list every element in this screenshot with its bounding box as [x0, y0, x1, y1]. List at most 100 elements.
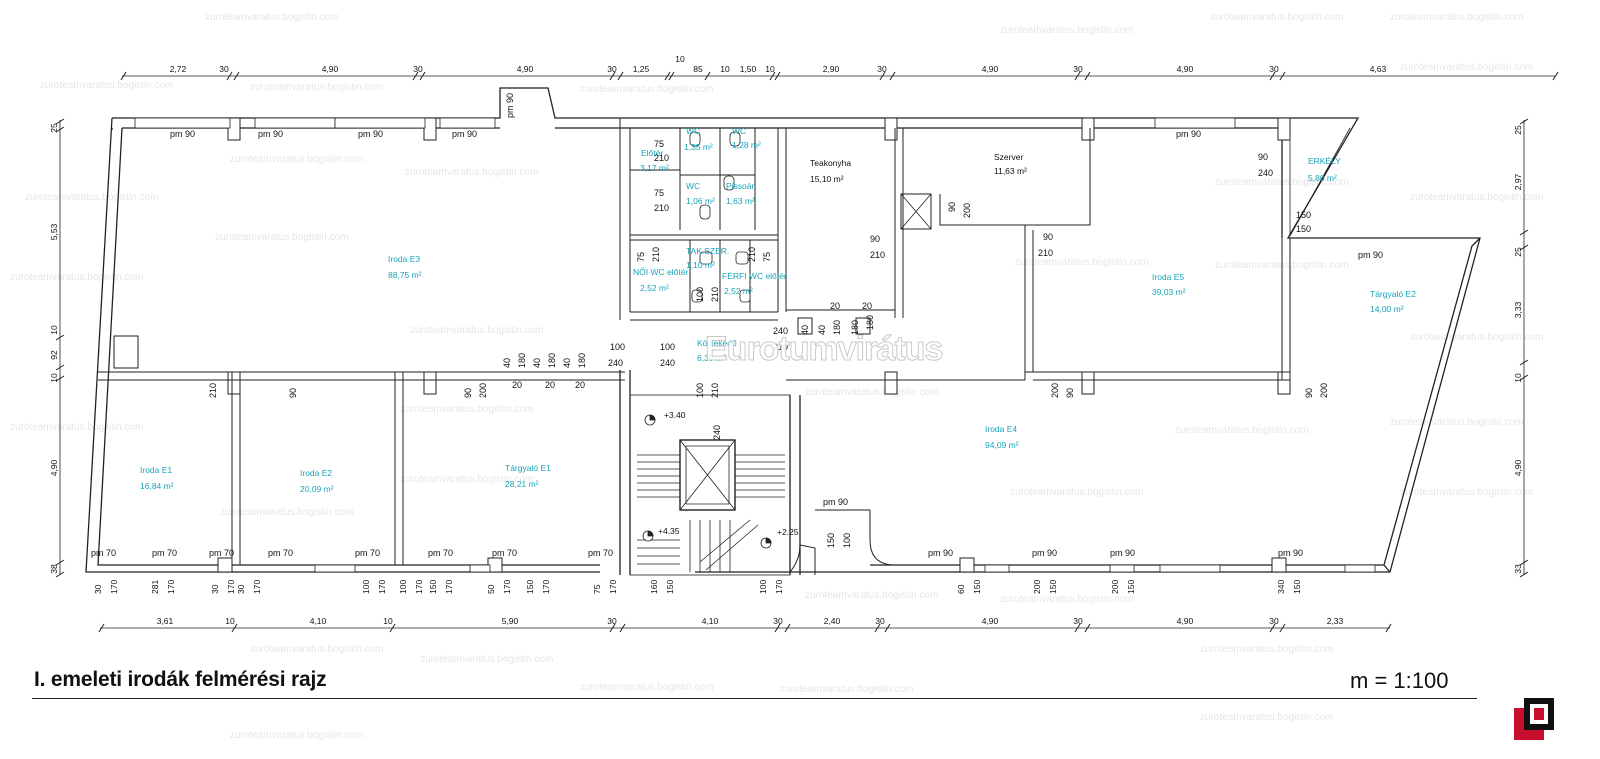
- watermark-text: zuroteamvaratus.bogistin.com: [1010, 487, 1143, 498]
- dim-label: 30: [877, 64, 887, 74]
- room-name: Iroda E2: [300, 468, 332, 478]
- window-label: pm 70: [209, 548, 234, 558]
- door-label: 90: [870, 234, 880, 244]
- window-ribbons: [134, 117, 1376, 573]
- dimension-ticks: [55, 71, 1559, 633]
- dim-label: 30: [1269, 616, 1279, 626]
- sill-label: 170: [166, 580, 176, 594]
- watermark-text: zuroteamvaratus.bogistin.com: [805, 387, 938, 398]
- dim-label: 4,90: [982, 64, 999, 74]
- window-label: pm 90: [358, 129, 383, 139]
- door-label: 150: [826, 533, 836, 548]
- door-label: 40: [800, 325, 810, 335]
- sill-label: 170: [109, 580, 119, 594]
- door-label: 20: [862, 301, 872, 311]
- dim-label: 1,25: [633, 64, 650, 74]
- sill-label: 30: [236, 584, 246, 594]
- dim-label: 10: [225, 616, 235, 626]
- dim-label: 38: [49, 564, 59, 574]
- window-label: pm 70: [91, 548, 116, 558]
- sill-label: 150: [1048, 580, 1058, 594]
- watermark-text: zuroteamvaratus.bogistin.com: [1210, 12, 1343, 23]
- drawing-title: I. emeleti irodák felmérési rajz: [34, 668, 327, 691]
- room-name: Tárgyaló E2: [1370, 289, 1416, 299]
- window-label: pm 90: [1032, 548, 1057, 558]
- room-area: 94,09 m²: [985, 440, 1019, 450]
- dim-label: 30: [1269, 64, 1279, 74]
- room-area: 1,63 m²: [726, 196, 755, 206]
- dim-label: 2,33: [1327, 616, 1344, 626]
- door-label: 75: [762, 252, 772, 262]
- watermark-text: zuroteamvaratus.bogistin.com: [250, 82, 383, 93]
- sill-label: 170: [377, 580, 387, 594]
- sill-label: 100: [398, 580, 408, 594]
- sill-label: 150: [525, 580, 535, 594]
- sill-label: 200: [1032, 580, 1042, 594]
- watermark-text: zuroteamvaratus.bogistin.com: [250, 644, 383, 655]
- window-label: pm 90: [170, 129, 195, 139]
- watermark-text: zuroteamvaratus.bogistin.com: [805, 590, 938, 601]
- watermark-text: zuroteamvaratus.bogistin.com: [1390, 12, 1523, 23]
- door-label: 240: [660, 358, 675, 368]
- watermark-text: zuroteamvaratus.bogistin.com: [215, 232, 348, 243]
- watermark-text: zuroteamvaratus.bogistin.com: [1175, 425, 1308, 436]
- room-name: WC: [732, 126, 746, 136]
- window-label: pm 90: [1176, 129, 1201, 139]
- room-labels: Iroda E3 88,75 m² Előtér 3,17 m² WC 1,35…: [140, 126, 1416, 494]
- dim-label: 25: [1513, 125, 1523, 135]
- watermark-text: zuroteamvaratus.bogistin.com: [1400, 62, 1533, 73]
- door-label: 180: [577, 353, 587, 368]
- dim-label: 25: [49, 123, 59, 133]
- room-area: 1,28 m²: [732, 140, 761, 150]
- door-label: 200: [962, 203, 972, 218]
- staircase: [629, 394, 791, 576]
- door-label: 210: [747, 247, 757, 262]
- dim-label: 2,40: [824, 616, 841, 626]
- sill-label: 75: [592, 584, 602, 594]
- room-name: TAK.SZER.: [686, 246, 729, 256]
- dim-label: 33: [1513, 564, 1523, 574]
- sill-label: 170: [541, 580, 551, 594]
- room-name: Előtér: [641, 148, 663, 158]
- room-area: 1,06 m²: [686, 196, 715, 206]
- dim-label: 2,72: [170, 64, 187, 74]
- bottom-sill-labels: 30 170 281 170 30 170 30 170 100 170 100…: [93, 580, 1302, 594]
- dim-label: 10: [675, 54, 685, 64]
- sill-label: 60: [956, 584, 966, 594]
- watermark-text: zuroteamvaratus.bogistin.com: [405, 167, 538, 178]
- door-label: 210: [651, 247, 661, 262]
- top-dimension-labels: 2,72 30 4,90 30 4,90 30 1,25 10 85 10 1,…: [170, 54, 1387, 74]
- room-name: NŐI WC előtér: [633, 267, 688, 277]
- door-label: 180: [850, 320, 860, 335]
- sill-label: 100: [361, 580, 371, 594]
- room-area: 28,21 m²: [505, 479, 539, 489]
- sill-label: 30: [210, 584, 220, 594]
- room-name: Pissoár: [726, 181, 755, 191]
- window-label: pm 70: [268, 548, 293, 558]
- window-label: pm 70: [355, 548, 380, 558]
- window-label: pm 90: [1110, 548, 1135, 558]
- drawing-scale: m = 1:100: [1350, 668, 1449, 693]
- dim-label: 30: [875, 616, 885, 626]
- watermark-text: zuroteamvaratus.bogistin.com: [220, 507, 353, 518]
- dim-label: 4,10: [310, 616, 327, 626]
- watermark-text: zuroteamvaratus.bogistin.com: [1410, 332, 1543, 343]
- level-label: +2.25: [777, 527, 799, 537]
- dim-label: 10: [383, 616, 393, 626]
- room-name: Teakonyha: [810, 158, 851, 168]
- sill-label: 340: [1276, 580, 1286, 594]
- dim-label: 30: [1073, 64, 1083, 74]
- door-label: 200: [1050, 383, 1060, 398]
- door-label: 100: [842, 533, 852, 548]
- room-area: 39,03 m²: [1152, 287, 1186, 297]
- door-label: 20: [512, 380, 522, 390]
- room-area: 3,17 m²: [640, 163, 669, 173]
- door-label: 210: [654, 153, 669, 163]
- door-label: 20: [575, 380, 585, 390]
- watermark-text: zuroteamvaratus.bogistin.com: [400, 474, 533, 485]
- room-area: 15,10 m²: [810, 174, 844, 184]
- door-label: 200: [1319, 383, 1329, 398]
- dim-label: 10: [1513, 373, 1523, 383]
- level-label: +3.40: [664, 410, 686, 420]
- room-area: 5,80 m²: [1308, 173, 1337, 183]
